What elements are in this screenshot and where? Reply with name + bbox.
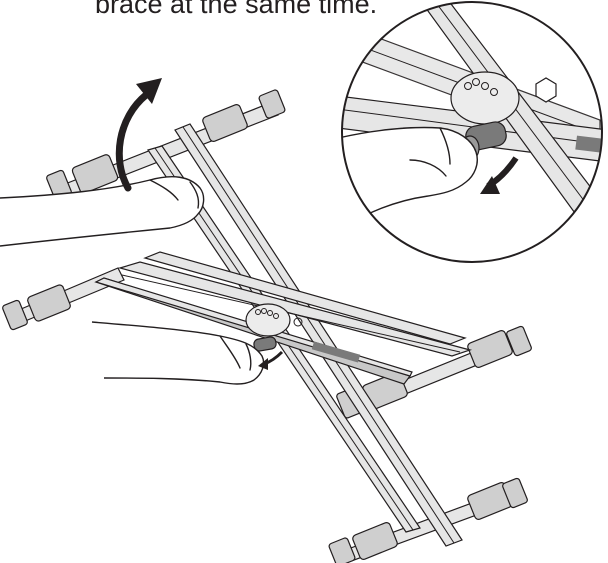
hinge-plate bbox=[245, 303, 303, 337]
left-crossbar bbox=[2, 267, 125, 331]
top-crossbar bbox=[46, 89, 286, 201]
rear-frame bbox=[117, 251, 473, 357]
pull-arrow-icon bbox=[258, 350, 284, 370]
instruction-caption: brace at the same time. bbox=[95, 0, 378, 19]
curved-arrow-icon bbox=[115, 78, 162, 192]
locking-knob bbox=[253, 336, 277, 352]
lower-hand bbox=[91, 321, 265, 385]
detail-inset bbox=[341, 1, 603, 263]
upper-hand bbox=[0, 176, 205, 247]
bottom-crossbar bbox=[328, 477, 528, 563]
right-crossbar bbox=[336, 325, 532, 419]
